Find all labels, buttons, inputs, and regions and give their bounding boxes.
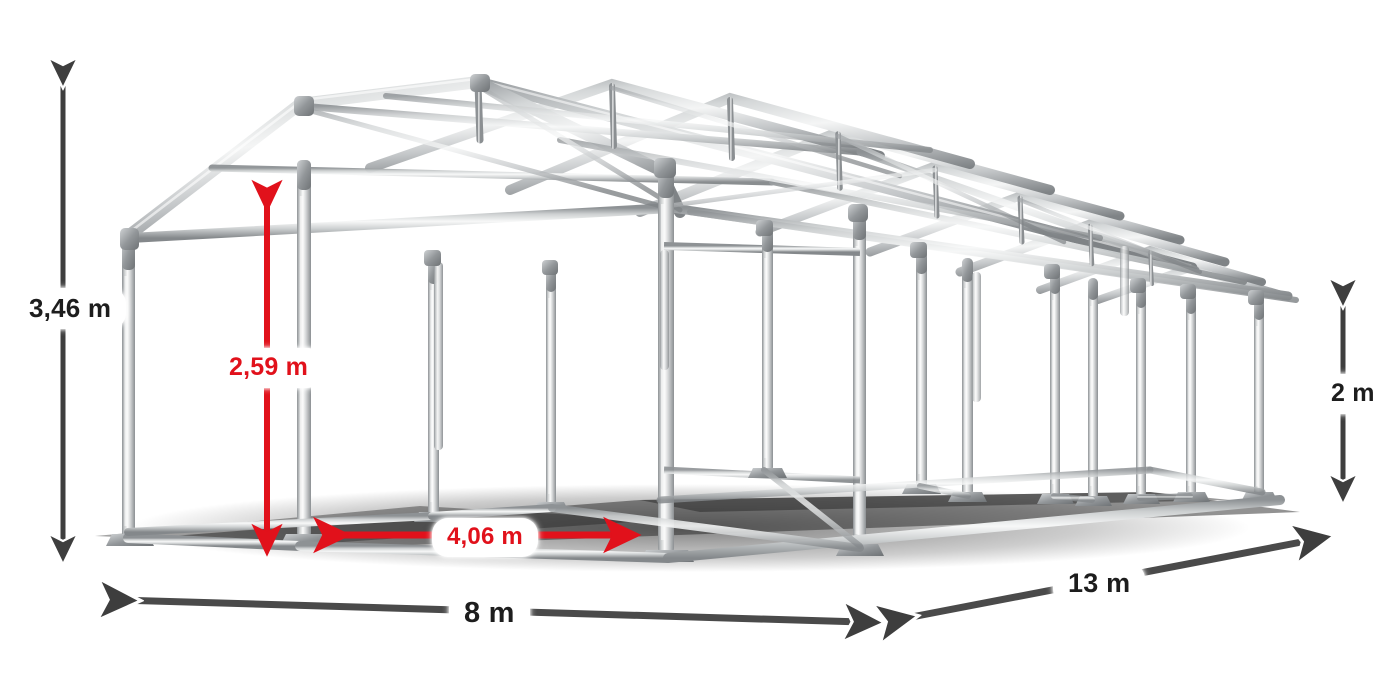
roof-bracing — [297, 80, 1202, 286]
dimension-label-ridge-height: 3,46 m — [14, 288, 127, 329]
dimension-label-width: 8 m — [449, 592, 530, 636]
dimension-label-bay-spacing: 4,06 m — [432, 518, 538, 557]
joint-fittings — [120, 74, 1264, 305]
corner-leg-front-left — [106, 236, 154, 546]
eave-purlins — [125, 102, 1299, 303]
ridge-purlin — [472, 76, 1198, 274]
side-legs-rear-row — [434, 246, 1129, 450]
dimension-label-eave-height: 2,59 m — [214, 348, 324, 388]
dimension-label-length: 13 m — [1053, 563, 1146, 605]
dimension-label-side-height: 2 m — [1316, 374, 1390, 414]
